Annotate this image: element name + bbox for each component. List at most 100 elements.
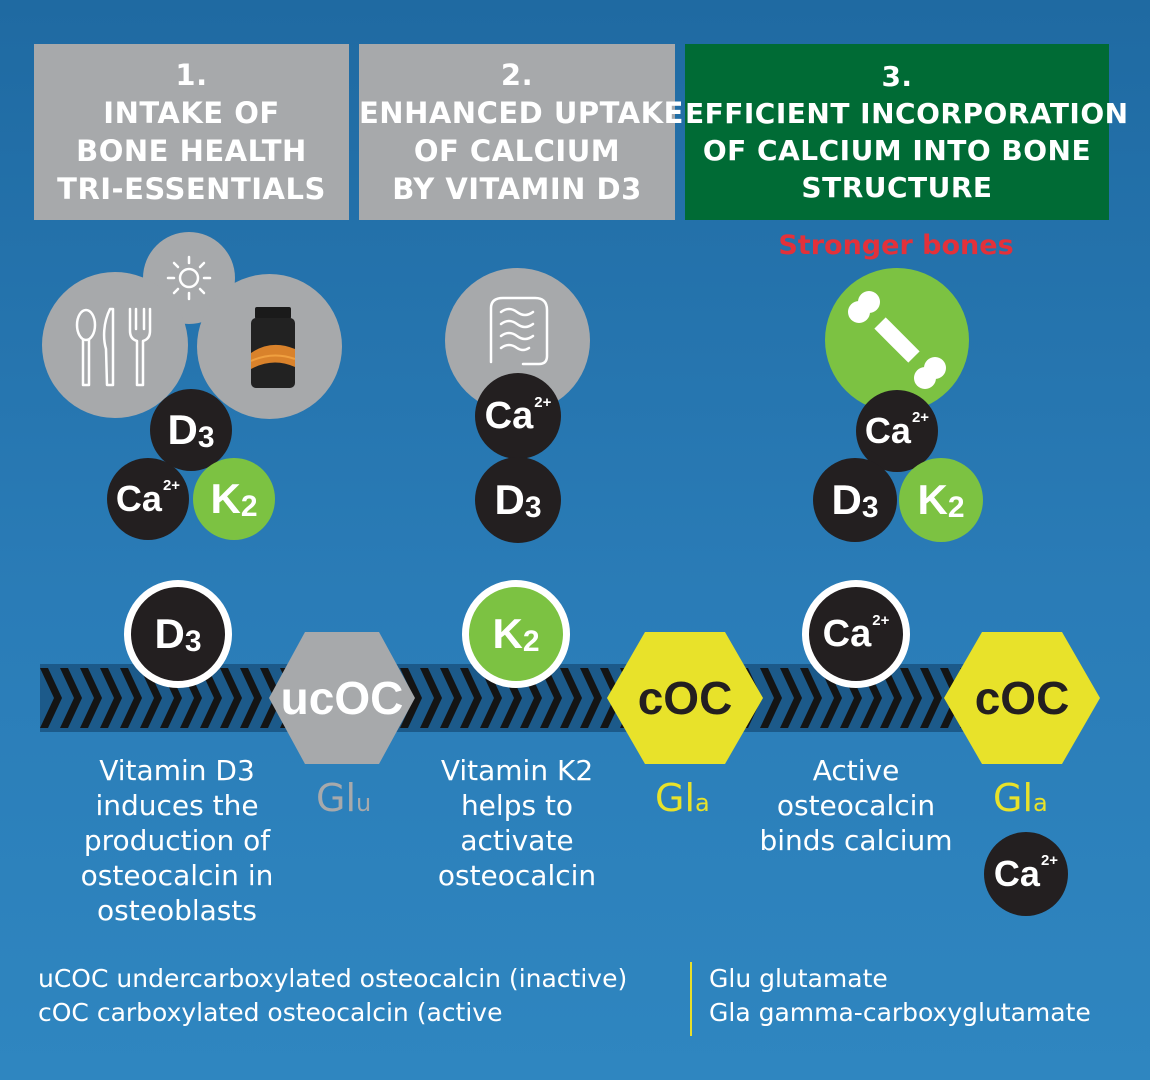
chevron-mark (420, 668, 442, 728)
glu-main: Gl (316, 776, 357, 820)
stronger-bones-label: Stronger bones (778, 230, 1014, 261)
ca-letters: Ca (993, 853, 1040, 894)
d3-desc-line: production of (83, 824, 271, 857)
d-letter: D (831, 476, 862, 523)
step-2-line-3: BY VITAMIN D3 (392, 172, 642, 206)
step-1-header: 1. INTAKE OF BONE HEALTH TRI-ESSENTIALS (34, 44, 349, 220)
legend-coc: cOC carboxylated osteocalcin (active (38, 998, 503, 1027)
k2-desc-line: activate (460, 824, 574, 857)
d3-desc-line: Vitamin D3 (99, 754, 255, 787)
gla-main: Gl (993, 776, 1034, 820)
chevron-mark (240, 668, 262, 728)
ca-desc-line: binds calcium (759, 824, 953, 857)
chevron-mark (460, 668, 482, 728)
legend-right: Glu glutamate Gla gamma-carboxyglutamate (709, 962, 1091, 1030)
glu-label: Glu (316, 776, 371, 820)
legend-ucoc: uCOC undercarboxylated osteocalcin (inac… (38, 964, 628, 993)
ca-desc-line: osteocalcin (776, 789, 936, 822)
chevron-mark (440, 668, 462, 728)
chevron-mark (560, 668, 582, 728)
d3-description: Vitamin D3 induces the production of ost… (52, 753, 302, 928)
k2-desc-line: osteocalcin (437, 859, 597, 892)
k2-desc-line: helps to (460, 789, 574, 822)
d3-desc-line: osteocalcin in (80, 859, 274, 892)
chevron-mark (120, 668, 142, 728)
ca-superscript: 2+ (162, 476, 181, 494)
legend-left: uCOC undercarboxylated osteocalcin (inac… (38, 962, 627, 1030)
gla-main: Gl (655, 776, 696, 820)
chevron-mark (900, 668, 922, 728)
chevron-mark (920, 668, 942, 728)
sun-icon (166, 255, 212, 301)
chevron-mark (100, 668, 122, 728)
k-letter: K (917, 476, 948, 523)
k-subscript: 2 (947, 491, 965, 524)
gla-subscript: a (1033, 789, 1048, 817)
food-circle (42, 272, 188, 418)
d-subscript: 3 (861, 491, 879, 524)
chevron-mark (880, 668, 902, 728)
chevron-mark (60, 668, 82, 728)
ucoc-hexagon: ucOC (269, 632, 415, 764)
chevron-mark (540, 668, 562, 728)
ca-letters: Ca (484, 394, 534, 437)
d-subscript: 3 (184, 625, 202, 658)
d-letter: D (167, 406, 198, 453)
chevron-mark (80, 668, 102, 728)
k-subscript: 2 (240, 490, 258, 523)
ca-letters: Ca (822, 612, 872, 655)
chevron-mark (580, 668, 602, 728)
chevron-mark (40, 668, 62, 728)
coc-label-2: cOC (975, 672, 1070, 724)
chevron-mark (760, 668, 782, 728)
d3-desc-line: induces the (95, 789, 259, 822)
step-2-header: 2. ENHANCED UPTAKE OF CALCIUM BY VITAMIN… (359, 44, 684, 220)
step-3-line-2: OF CALCIUM INTO BONE (702, 134, 1092, 167)
legend-divider (690, 962, 692, 1036)
k2-description: Vitamin K2 helps to activate osteocalcin (407, 753, 627, 893)
step-3-header: 3. EFFICIENT INCORPORATION OF CALCIUM IN… (685, 44, 1128, 220)
k2-desc-line: Vitamin K2 (440, 754, 594, 787)
gla-label-2: Gla (993, 776, 1048, 820)
ca-superscript: 2+ (872, 611, 890, 629)
k-letter: K (210, 475, 241, 522)
gla-label-1: Gla (655, 776, 710, 820)
ca-description: Active osteocalcin binds calcium (740, 753, 972, 858)
d-letter: D (154, 610, 185, 657)
step-2-line-2: OF CALCIUM (413, 134, 621, 168)
chevron-mark (780, 668, 802, 728)
legend-gla: Gla gamma-carboxyglutamate (709, 998, 1091, 1027)
d-subscript: 3 (524, 491, 542, 524)
k-letter: K (492, 610, 523, 657)
ca-superscript: 2+ (911, 408, 930, 426)
step-2-line-1: ENHANCED UPTAKE (359, 96, 684, 130)
chevron-mark (400, 668, 422, 728)
ca-desc-line: Active (812, 754, 900, 787)
gla-subscript: a (695, 789, 710, 817)
coc-label-1: cOC (638, 672, 733, 724)
ca-letters: Ca (115, 478, 162, 519)
legend-glu: Glu glutamate (709, 964, 888, 993)
step-1-line-2: BONE HEALTH (76, 134, 307, 168)
cutlery-icon (75, 307, 152, 387)
supplement-bottle-icon (250, 307, 296, 388)
step-2-number: 2. (500, 58, 534, 92)
coc-hexagon-1: cOC (607, 632, 763, 764)
d-letter: D (494, 476, 525, 523)
ucoc-label: ucOC (281, 672, 404, 724)
step-1-number: 1. (175, 58, 208, 92)
ca-letters: Ca (864, 410, 911, 451)
step-1-line-3: TRI-ESSENTIALS (57, 172, 326, 206)
